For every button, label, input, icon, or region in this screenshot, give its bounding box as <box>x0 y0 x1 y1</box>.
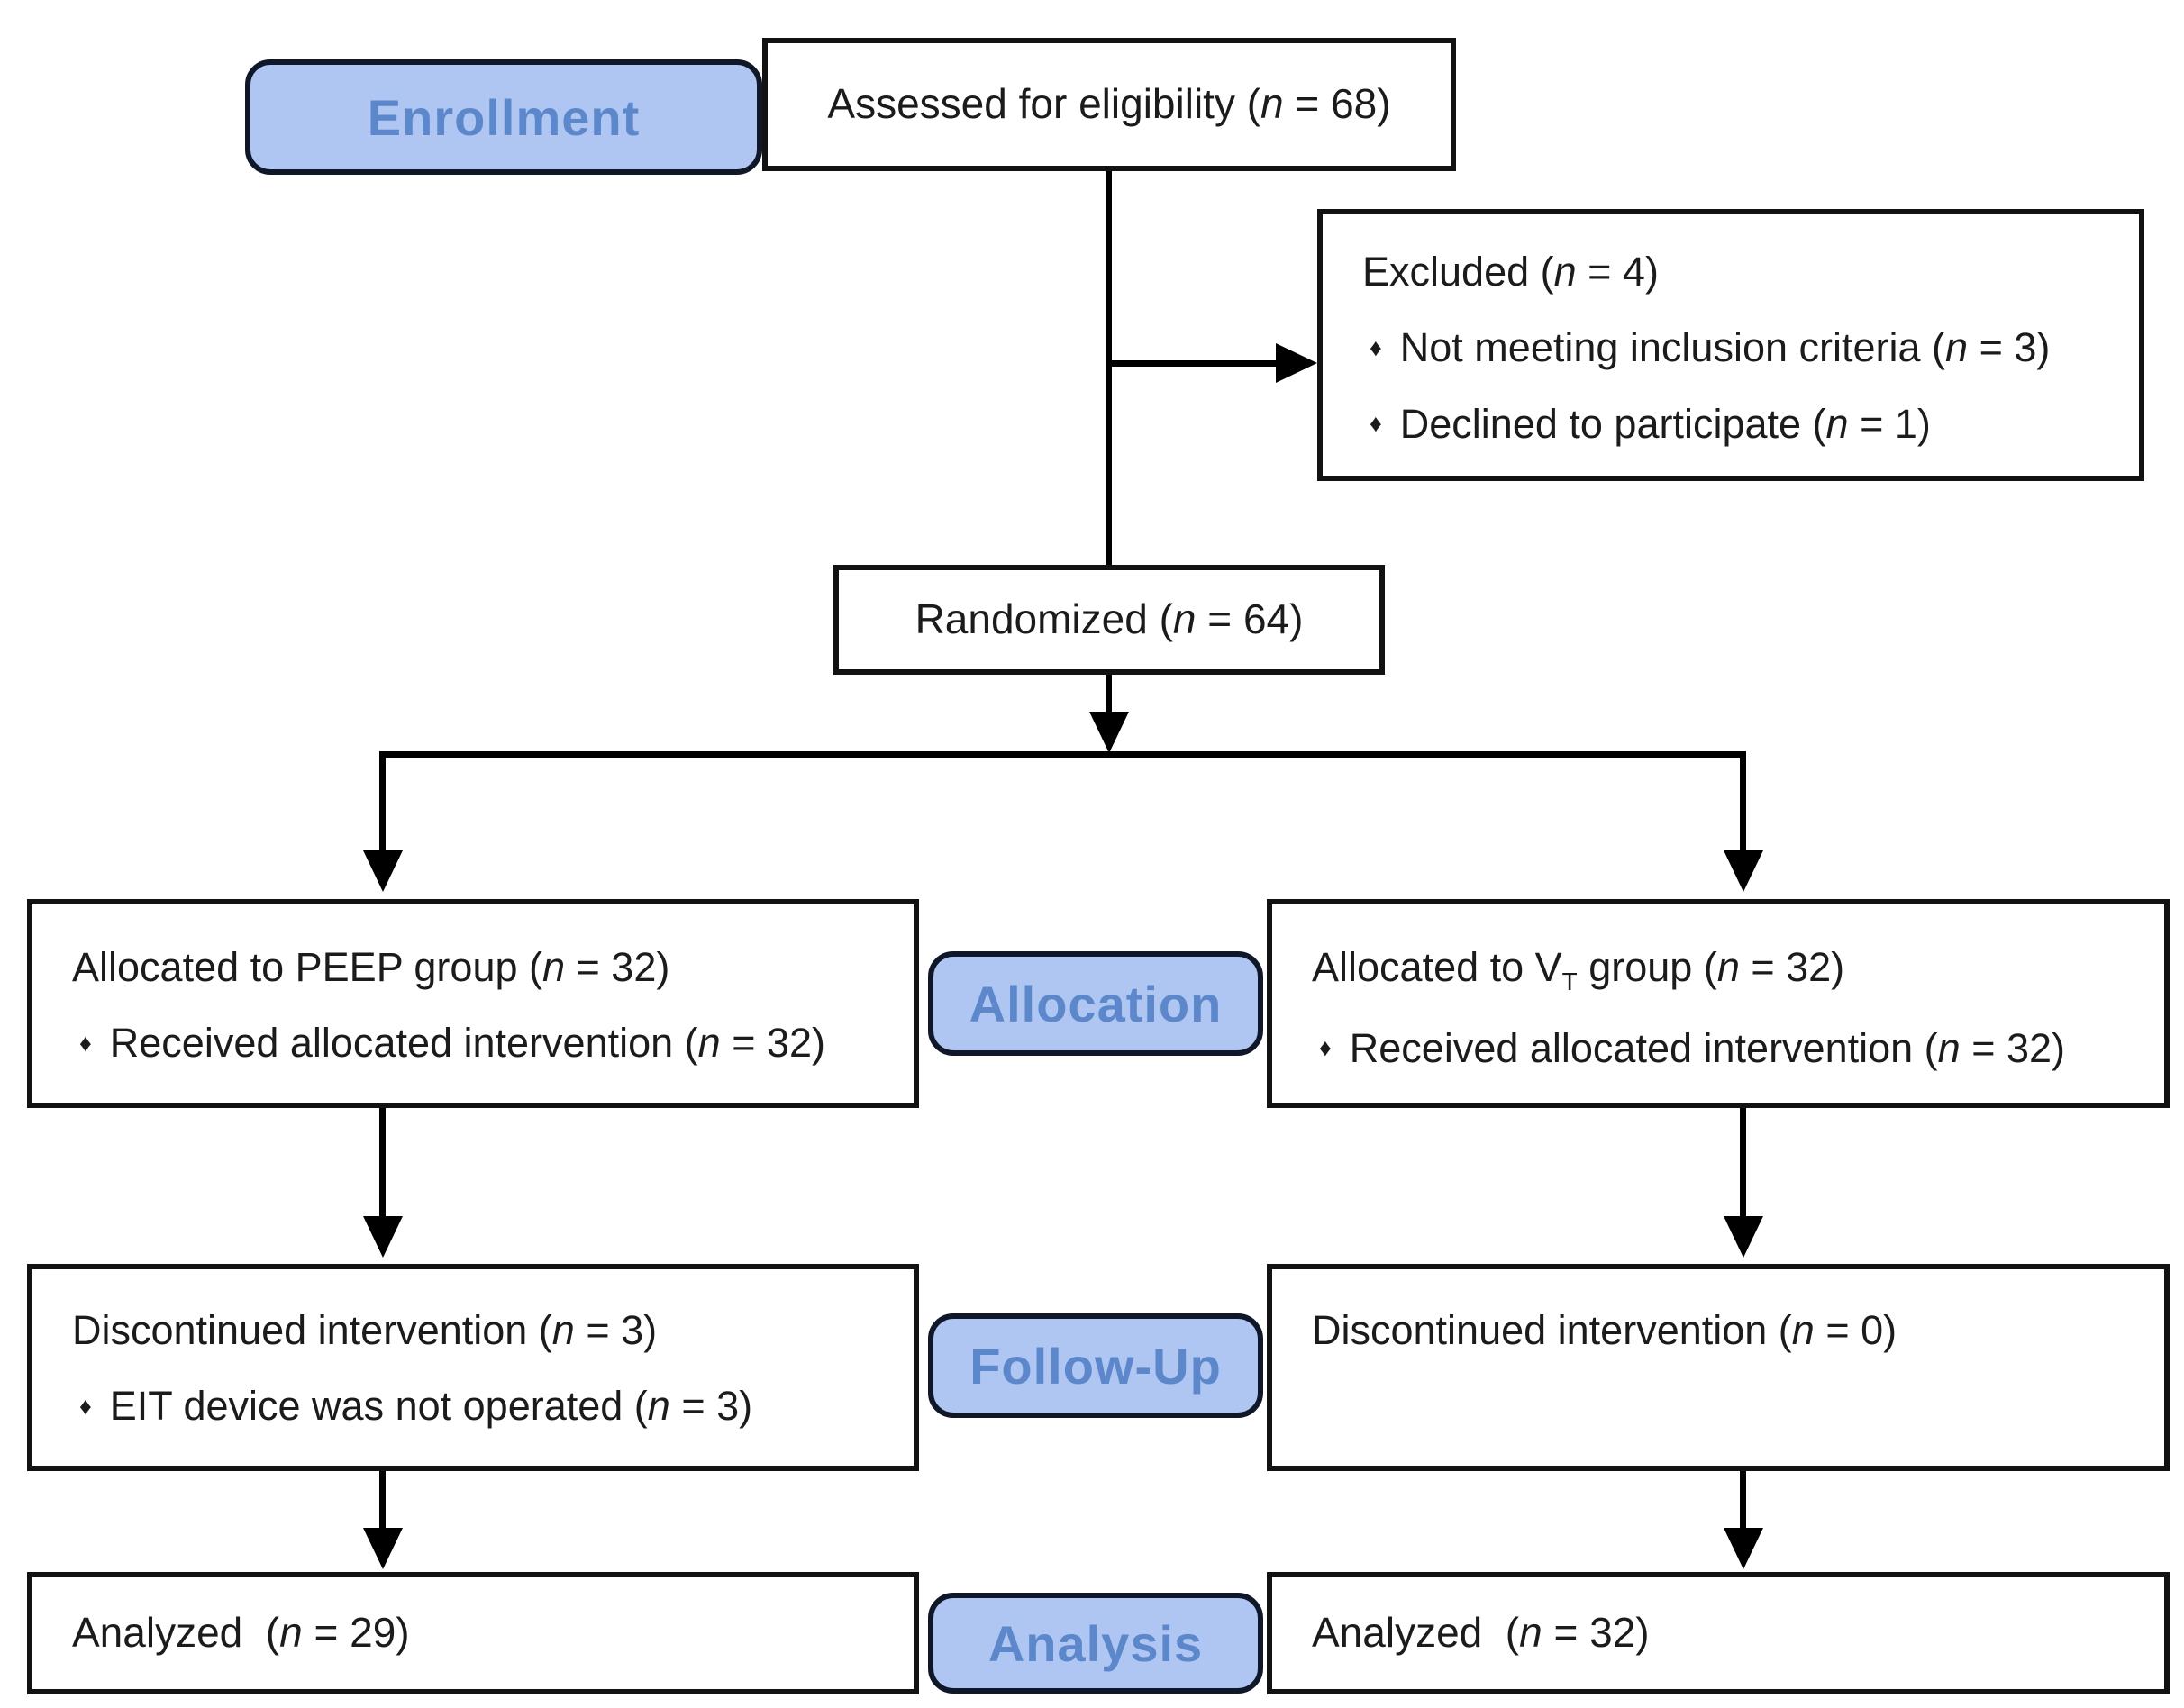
connector-split-right-drop <box>1740 751 1746 852</box>
list-item: ♦ Not meeting inclusion criteria (n = 3) <box>1362 323 2112 373</box>
arrowhead-down-icon <box>363 1528 403 1569</box>
connector-assessed-to-randomized <box>1106 169 1112 566</box>
box-discontinued-left: Discontinued intervention (n = 3) ♦ EIT … <box>27 1264 919 1471</box>
arrowhead-down-icon <box>1724 1528 1763 1569</box>
bullet-text: Declined to participate (n = 1) <box>1399 400 1931 447</box>
diamond-bullet-icon: ♦ <box>79 1029 92 1057</box>
excluded-title: Excluded (n = 4) <box>1362 249 1659 295</box>
box-analyzed-left: Analyzed (n = 29) <box>27 1572 919 1694</box>
arrowhead-down-icon <box>363 850 403 892</box>
assessed-text: Assessed for eligibility (n = 68) <box>827 80 1391 128</box>
stage-label-analysis: Analysis <box>928 1593 1263 1694</box>
list-item: ♦ Received allocated intervention (n = 3… <box>1312 1023 2137 1074</box>
bullet-text: Not meeting inclusion criteria (n = 3) <box>1399 324 2051 371</box>
stage-label-allocation: Allocation <box>928 951 1263 1056</box>
connector-randomized-to-split <box>1106 675 1112 720</box>
arrowhead-down-icon <box>1089 712 1129 753</box>
randomized-text: Randomized (n = 64) <box>915 595 1304 643</box>
alloc-left-title: Allocated to PEEP group (n = 32) <box>72 944 670 990</box>
analyzed-left-text: Analyzed (n = 29) <box>72 1609 410 1657</box>
diamond-bullet-icon: ♦ <box>1370 409 1382 437</box>
diamond-bullet-icon: ♦ <box>79 1392 92 1420</box>
stage-label-enrollment: Enrollment <box>245 59 762 175</box>
box-analyzed-right: Analyzed (n = 32) <box>1267 1572 2170 1694</box>
followup-right-title: Discontinued intervention (n = 0) <box>1312 1307 1897 1353</box>
analyzed-right-text: Analyzed (n = 32) <box>1312 1609 1650 1657</box>
connector-branch-to-excluded <box>1109 360 1280 367</box>
connector-split-bar <box>379 751 1746 758</box>
box-assessed-for-eligibility: Assessed for eligibility (n = 68) <box>762 38 1456 171</box>
followup-left-title: Discontinued intervention (n = 3) <box>72 1307 658 1353</box>
box-excluded: Excluded (n = 4) ♦ Not meeting inclusion… <box>1317 209 2144 481</box>
bullet-text: Received allocated intervention (n = 32) <box>1349 1024 2066 1071</box>
list-item: ♦ EIT device was not operated (n = 3) <box>72 1381 887 1431</box>
connector-split-left-drop <box>379 751 386 852</box>
stage-label-followup: Follow-Up <box>928 1313 1263 1418</box>
bullet-text: EIT device was not operated (n = 3) <box>109 1383 753 1430</box>
box-allocated-vt-group: Allocated to VT group (n = 32) ♦ Receive… <box>1267 899 2170 1108</box>
connector-followup-right-to-analyzed <box>1740 1471 1746 1531</box>
box-discontinued-right: Discontinued intervention (n = 0) <box>1267 1264 2170 1471</box>
connector-alloc-left-to-followup <box>379 1108 386 1218</box>
arrowhead-down-icon <box>363 1216 403 1258</box>
connector-followup-left-to-analyzed <box>379 1471 386 1531</box>
diamond-bullet-icon: ♦ <box>1370 333 1382 361</box>
arrowhead-down-icon <box>1724 1216 1763 1258</box>
list-item: ♦ Declined to participate (n = 1) <box>1362 399 2112 450</box>
box-allocated-peep-group: Allocated to PEEP group (n = 32) ♦ Recei… <box>27 899 919 1108</box>
bullet-text: Received allocated intervention (n = 32) <box>109 1020 826 1067</box>
list-item: ♦ Received allocated intervention (n = 3… <box>72 1018 887 1068</box>
arrowhead-down-icon <box>1724 850 1763 892</box>
alloc-right-title: Allocated to VT group (n = 32) <box>1312 944 1845 995</box>
box-randomized: Randomized (n = 64) <box>833 565 1385 675</box>
connector-alloc-right-to-followup <box>1740 1108 1746 1218</box>
arrowhead-right-icon <box>1276 343 1317 383</box>
diamond-bullet-icon: ♦ <box>1319 1034 1332 1062</box>
